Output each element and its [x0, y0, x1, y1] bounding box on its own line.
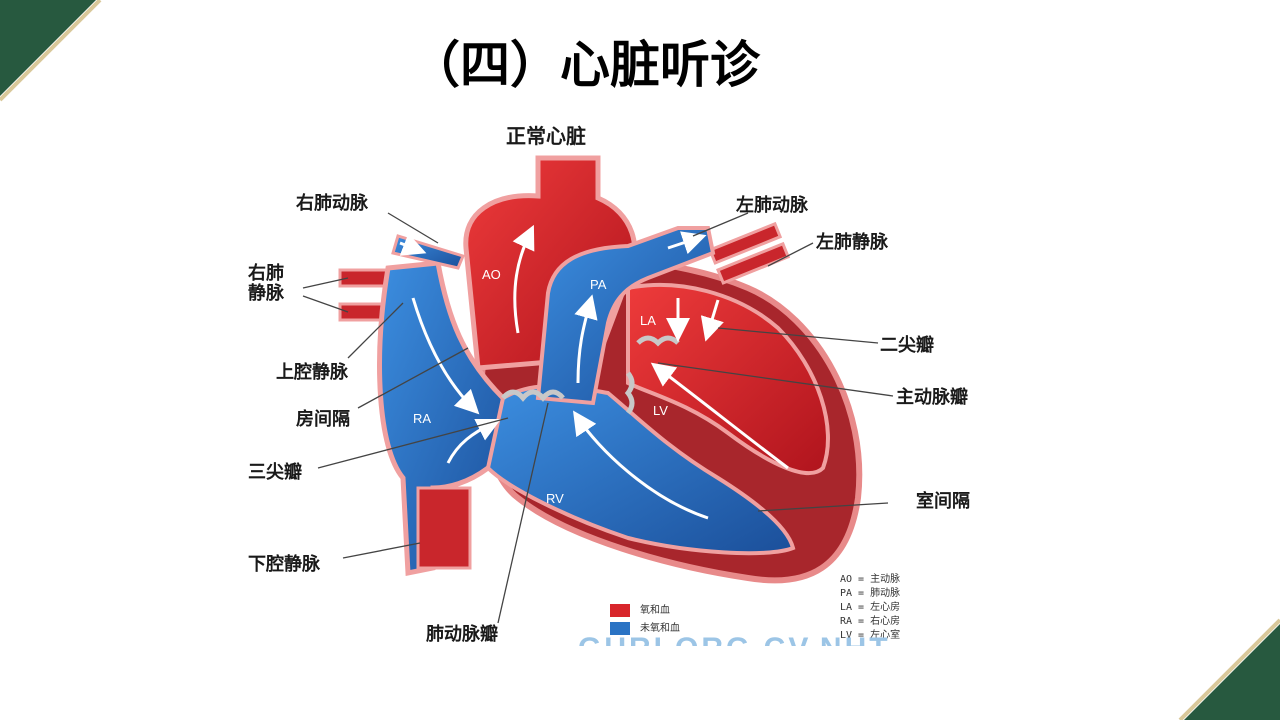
- legend-swatch-deoxygenated: [610, 622, 630, 635]
- chamber-label-lv: LV: [653, 403, 668, 418]
- chamber-label-pa: PA: [590, 277, 607, 292]
- flow-arrows: [399, 224, 789, 520]
- inferior-vena-cava: [416, 486, 472, 570]
- corner-decoration-top-left: [0, 0, 102, 102]
- right-pulmonary-veins: [338, 268, 392, 322]
- right-atrium: [377, 260, 510, 577]
- corner-decoration-bottom-right: [1178, 618, 1280, 720]
- chamber-label-la: LA: [640, 313, 656, 328]
- abbreviation-ra: RA = 右心房: [840, 616, 901, 627]
- pulmonary-artery: [535, 226, 716, 406]
- label-left-pulmonary-vein: 左肺静脉: [816, 232, 888, 253]
- legend-swatch-oxygenated: [610, 604, 630, 617]
- legend-deoxygenated: 未氧和血: [640, 623, 680, 634]
- label-right-pulmonary-vein-line1: 右肺: [248, 263, 284, 284]
- label-atrial-septum: 房间隔: [296, 409, 350, 430]
- label-tricuspid-valve: 三尖瓣: [248, 462, 302, 483]
- leader-lines: [302, 212, 894, 624]
- left-pulmonary-veins: [708, 221, 791, 285]
- label-mitral-valve: 二尖瓣: [880, 335, 934, 356]
- figure-title: 正常心脏: [506, 124, 586, 148]
- abbreviation-pa: PA = 肺动脉: [840, 588, 901, 599]
- heart-diagram: 正常心脏 右肺动脉 右肺 静脉 上腔静脉 房间隔 三尖瓣 下腔静脉 肺动脉瓣 左…: [248, 118, 1024, 646]
- label-superior-vena-cava: 上腔静脉: [276, 362, 348, 383]
- watermark: GURLORG.CV.NHT: [578, 632, 891, 646]
- label-ventricular-septum: 室间隔: [916, 491, 970, 512]
- label-aortic-valve: 主动脉瓣: [896, 387, 968, 408]
- label-right-pulmonary-vein-line2: 静脉: [248, 283, 284, 304]
- chamber-label-ra: RA: [413, 411, 432, 426]
- chamber-label-ao: AO: [482, 267, 501, 282]
- abbreviation-la: LA = 左心房: [840, 602, 901, 613]
- label-pulmonary-valve: 肺动脉瓣: [426, 624, 498, 645]
- chamber-label-rv: RV: [546, 491, 564, 506]
- label-left-pulmonary-artery: 左肺动脉: [736, 195, 808, 216]
- slide-title: （四）心脏听诊: [410, 36, 760, 94]
- abbreviation-lv: LV = 左心室: [840, 630, 901, 641]
- abbreviation-ao: AO = 主动脉: [840, 574, 901, 585]
- heart-illustration: [302, 155, 894, 635]
- legend-oxygenated: 氧和血: [640, 605, 670, 616]
- right-ventricle: [485, 384, 796, 556]
- label-right-pulmonary-artery: 右肺动脉: [296, 193, 368, 214]
- label-inferior-vena-cava: 下腔静脉: [248, 554, 320, 575]
